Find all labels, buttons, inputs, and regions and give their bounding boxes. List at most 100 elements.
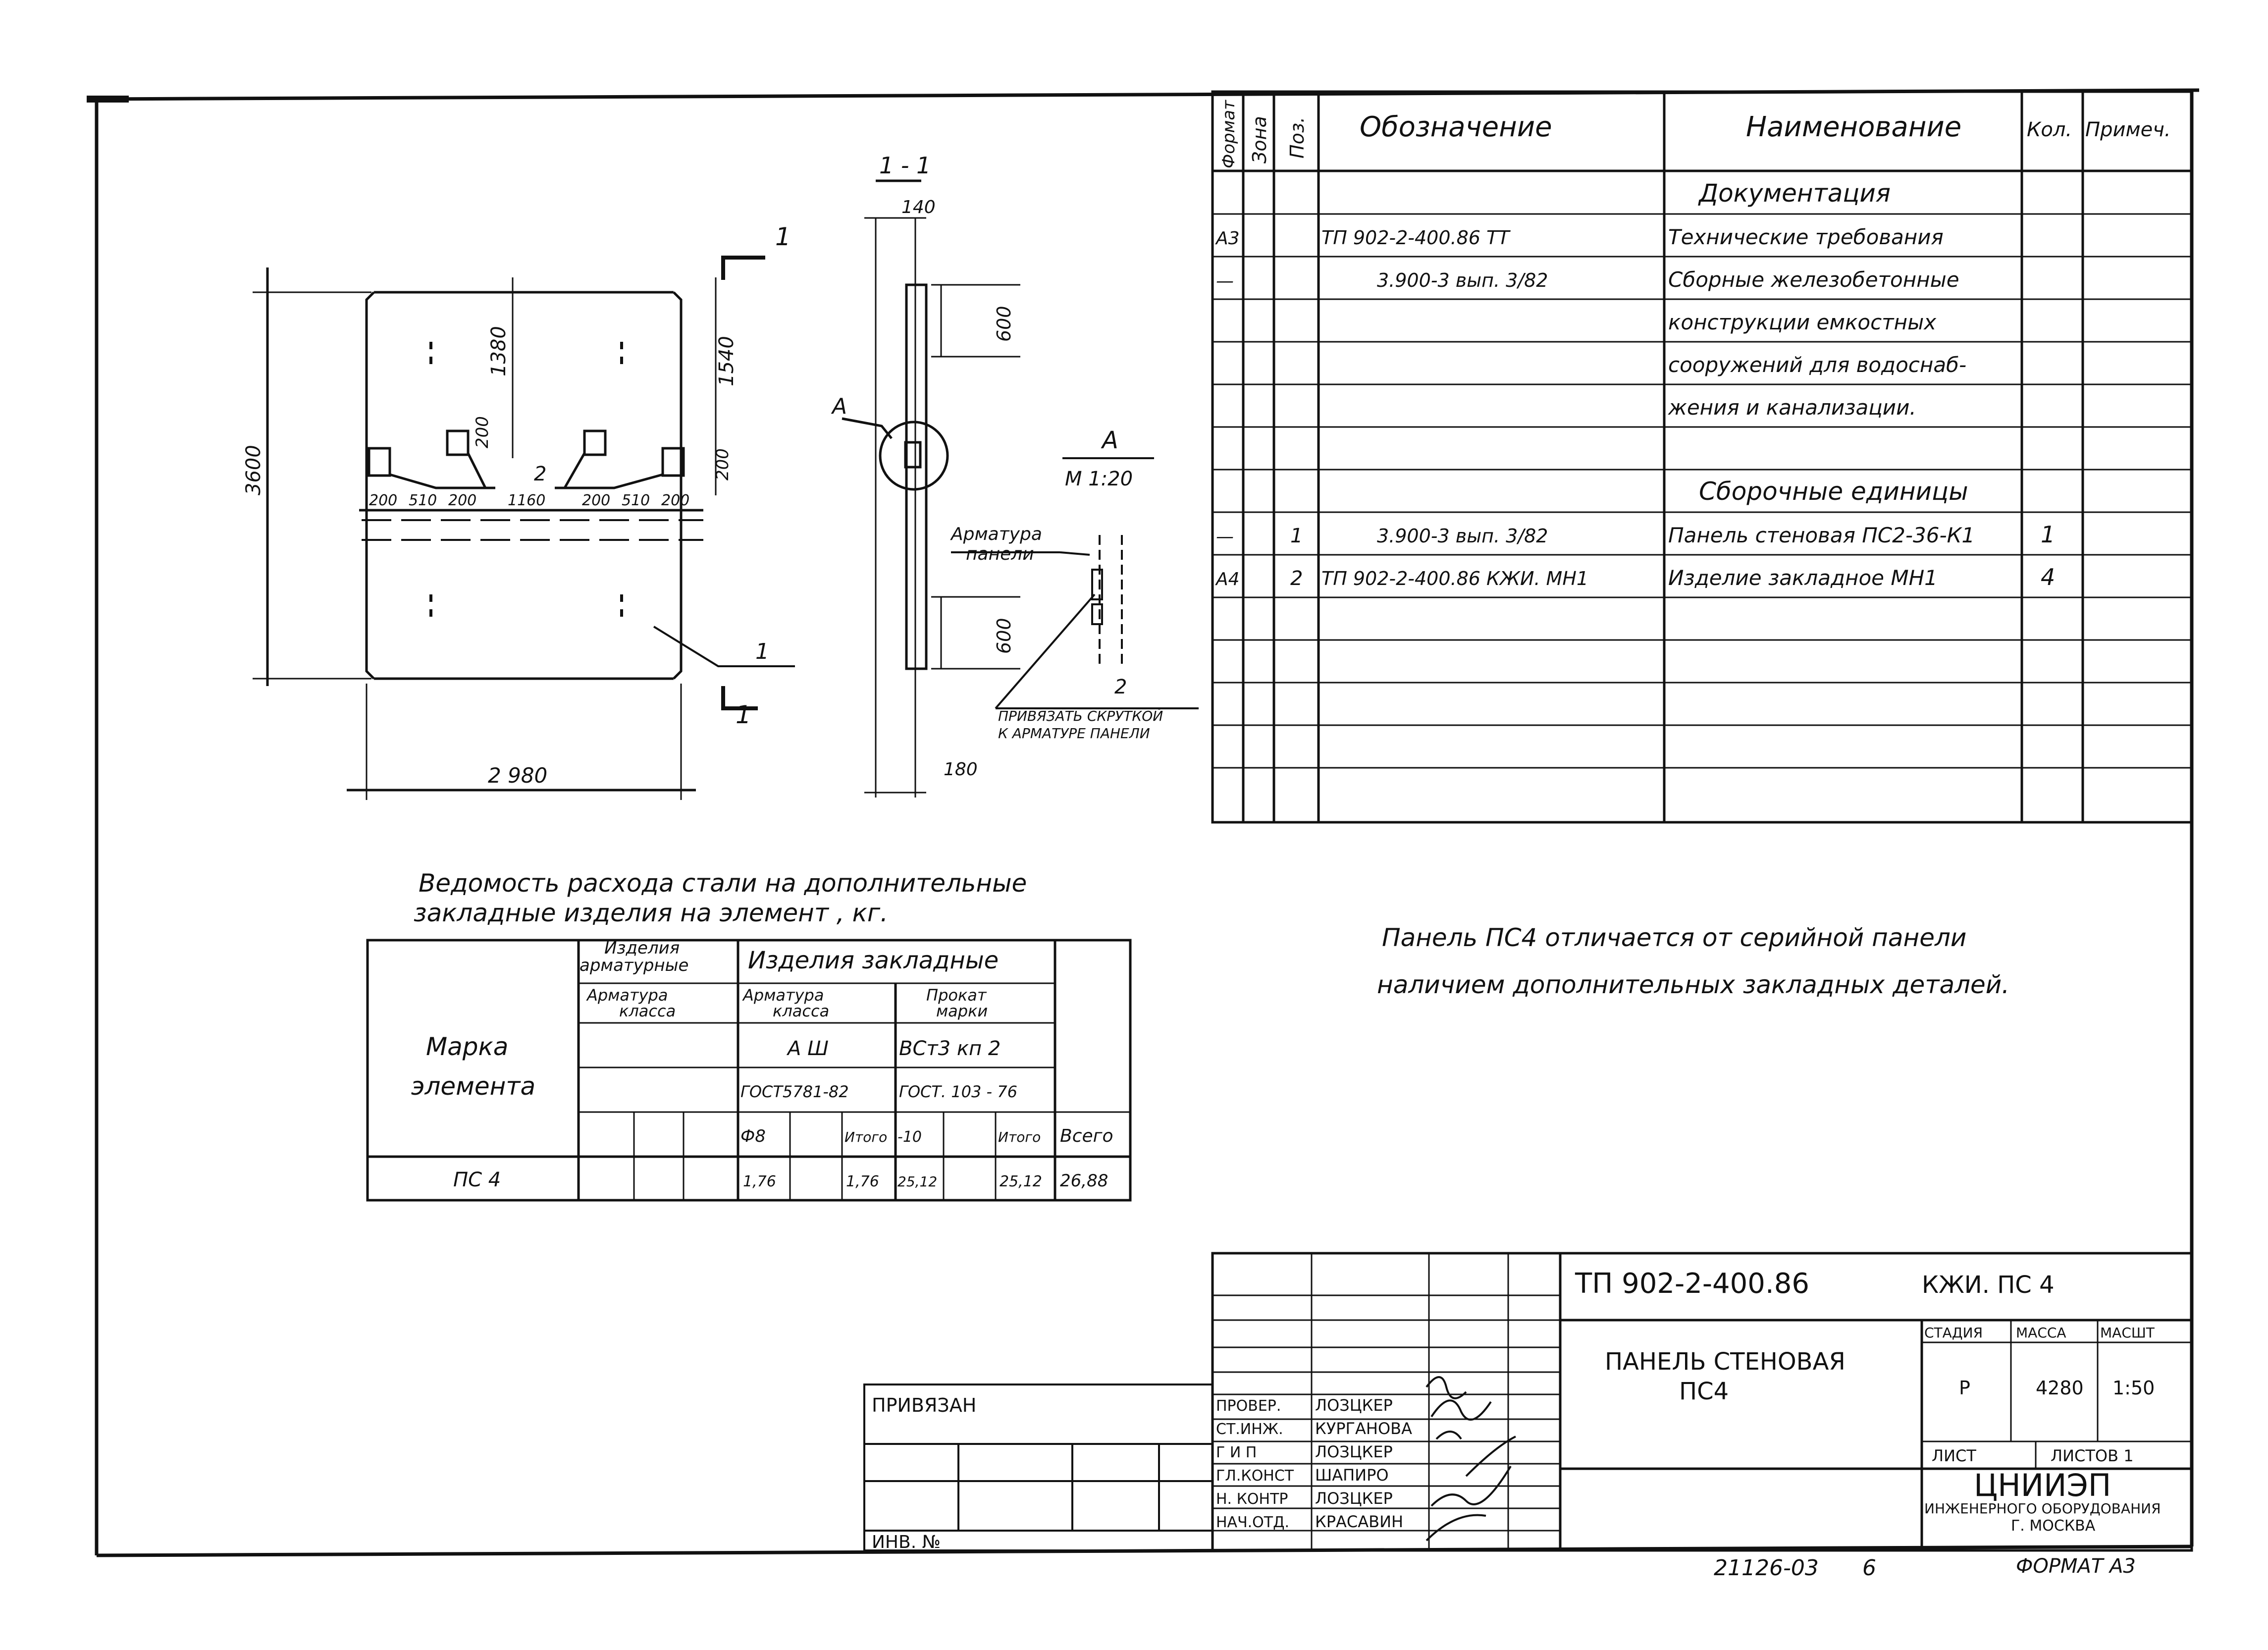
spec-cell-name: сооружений для водоснаб-	[1668, 353, 1966, 377]
spec-cell-name: Сборные железобетонные	[1668, 267, 1959, 292]
rolled-2: марки	[936, 1002, 988, 1020]
spec-cell-name: жения и канализации.	[1668, 395, 1916, 420]
detail-labels: А М 1:20 Арматура панели 2 ПРИВЯЗАТЬ СКР…	[950, 426, 1163, 742]
spec-section-title: Сборочные единицы	[1699, 477, 1968, 506]
class-aiii: А Ш	[786, 1037, 829, 1060]
mass-header: МАССА	[2016, 1325, 2066, 1341]
spacing-1160: 1160	[508, 492, 545, 509]
sheet-label: ЛИСТ	[1932, 1446, 1976, 1465]
spec-header-format: Формат	[1219, 100, 1239, 168]
spacing-200-3: 200	[582, 492, 610, 509]
section-title: 1 - 1	[879, 152, 931, 179]
item-2-label: 2	[534, 463, 546, 485]
spec-header-pos: Поз.	[1286, 117, 1308, 159]
dim-3600: 3600	[242, 445, 265, 495]
row-minus10: 25,12	[897, 1173, 937, 1190]
panel-marks	[429, 342, 623, 617]
org-city: Г. МОСКВА	[2011, 1517, 2096, 1535]
callout-a: А	[831, 394, 847, 419]
spec-cell-format: —	[1216, 527, 1234, 547]
signature-name: КРАСАВИН	[1315, 1512, 1403, 1531]
rebar-label-2: панели	[966, 544, 1034, 564]
title-block-text: ТП 902-2-400.86 КЖИ. ПС 4 ПАНЕЛЬ СТЕНОВА…	[872, 1268, 2161, 1581]
stage-header: СТАДИЯ	[1924, 1325, 1983, 1341]
spec-cell-qty: 1	[2041, 521, 2055, 548]
dim-600-top: 600	[993, 306, 1015, 342]
dim-200-a: 200	[473, 416, 492, 448]
spacing-200-4: 200	[661, 492, 689, 509]
item-1-label: 1	[755, 639, 769, 664]
org-sub: ИНЖЕНЕРНОГО ОБОРУДОВАНИЯ	[1924, 1500, 2161, 1517]
signature-role: Г И П	[1216, 1444, 1257, 1461]
scale-header: МАСШТ	[2100, 1325, 2155, 1341]
spec-cell-pos: 1	[1290, 525, 1303, 547]
mark-header-2: элемента	[411, 1072, 535, 1101]
rebar-items-2: арматурные	[580, 956, 688, 975]
item-name-2: ПС4	[1679, 1378, 1729, 1405]
steel-table-text: Марка элемента Изделия арматурные Издели…	[411, 938, 1113, 1191]
col-all: Всего	[1060, 1126, 1113, 1146]
embedded-items: Изделия закладные	[748, 947, 999, 974]
signature-role: Н. КОНТР	[1216, 1490, 1288, 1508]
spec-cell-pos: 2	[1290, 567, 1303, 590]
handwritten-signatures	[1425, 1376, 1516, 1542]
archive-no: 21126-03	[1714, 1555, 1819, 1581]
panel-break	[362, 519, 703, 541]
row-all: 26,88	[1060, 1171, 1108, 1191]
signature-role: НАЧ.ОТД.	[1216, 1514, 1289, 1531]
rebar-items-1: Изделия	[604, 938, 680, 958]
rebar-class-2b: класса	[773, 1002, 829, 1020]
specification-table	[1211, 90, 2193, 824]
spec-cell-designation: ТП 902-2-400.86 КЖИ. МН1	[1321, 568, 1588, 589]
panel-labels: 3600 2 980 1380 1540 200 200 200 510 200…	[242, 222, 791, 788]
section-1-1	[842, 179, 1020, 798]
rebar-class-1a: Арматура	[586, 986, 668, 1005]
bound-label: ПРИВЯЗАН	[872, 1394, 976, 1416]
title-block	[1211, 1252, 2193, 1552]
spec-cell-name: Панель стеновая ПС2-36-К1	[1668, 523, 1975, 547]
mass-value: 4280	[2036, 1377, 2084, 1399]
spacing-510-2: 510	[622, 492, 650, 509]
spec-cell-format: А4	[1215, 569, 1240, 589]
rolled-1: Прокат	[926, 986, 987, 1005]
detail-a-circle	[879, 421, 949, 491]
sheet-no: 6	[1862, 1555, 1876, 1581]
spec-cell-name: Технические требования	[1668, 225, 1944, 249]
format-label: ФОРМАТ А3	[2016, 1555, 2136, 1578]
spec-header: Формат Зона Поз. Обозначение Наименовани…	[1219, 100, 2171, 168]
gost-5781: ГОСТ5781-82	[740, 1082, 849, 1101]
dim-2980: 2 980	[488, 763, 547, 788]
bound-block	[863, 1384, 1213, 1551]
section-mark-top: 1	[775, 222, 791, 251]
steel-title-1: Ведомость расхода стали на дополнительны…	[419, 869, 1027, 898]
tie-note-1: ПРИВЯЗАТЬ СКРУТКОЙ	[998, 707, 1163, 724]
signature-name: ЛОЗЦКЕР	[1315, 1396, 1393, 1415]
spacing-200-1: 200	[369, 492, 397, 509]
dim-1540: 1540	[715, 336, 738, 386]
rebar-class-2a: Арматура	[742, 986, 824, 1005]
gost-103: ГОСТ. 103 - 76	[899, 1082, 1017, 1101]
grade-vst: ВСт3 кп 2	[899, 1037, 1001, 1060]
signature-name: КУРГАНОВА	[1315, 1419, 1412, 1438]
panel-outline	[365, 291, 683, 680]
col-minus10: -10	[897, 1128, 922, 1146]
spec-row-lines	[1213, 213, 2192, 769]
embedded-plates	[368, 429, 685, 489]
doc-mark: КЖИ. ПС 4	[1922, 1271, 2055, 1299]
section-arrows	[721, 256, 765, 710]
item-name-1: ПАНЕЛЬ СТЕНОВАЯ	[1605, 1348, 1846, 1376]
mark-header-1: Марка	[426, 1032, 508, 1061]
dim-180: 180	[944, 759, 978, 780]
detail-a	[951, 457, 1199, 709]
spec-cell-qty: 4	[2041, 564, 2055, 590]
spec-cell-designation: 3.900-3 вып. 3/82	[1377, 269, 1548, 291]
sheets-label: ЛИСТОВ 1	[2051, 1446, 2134, 1465]
stage-value: Р	[1959, 1377, 1970, 1399]
steel-table	[366, 939, 1132, 1202]
section-mark-bottom: 1	[736, 700, 751, 729]
row-total-2: 25,12	[1000, 1173, 1042, 1190]
row-total-1: 1,76	[846, 1173, 879, 1190]
